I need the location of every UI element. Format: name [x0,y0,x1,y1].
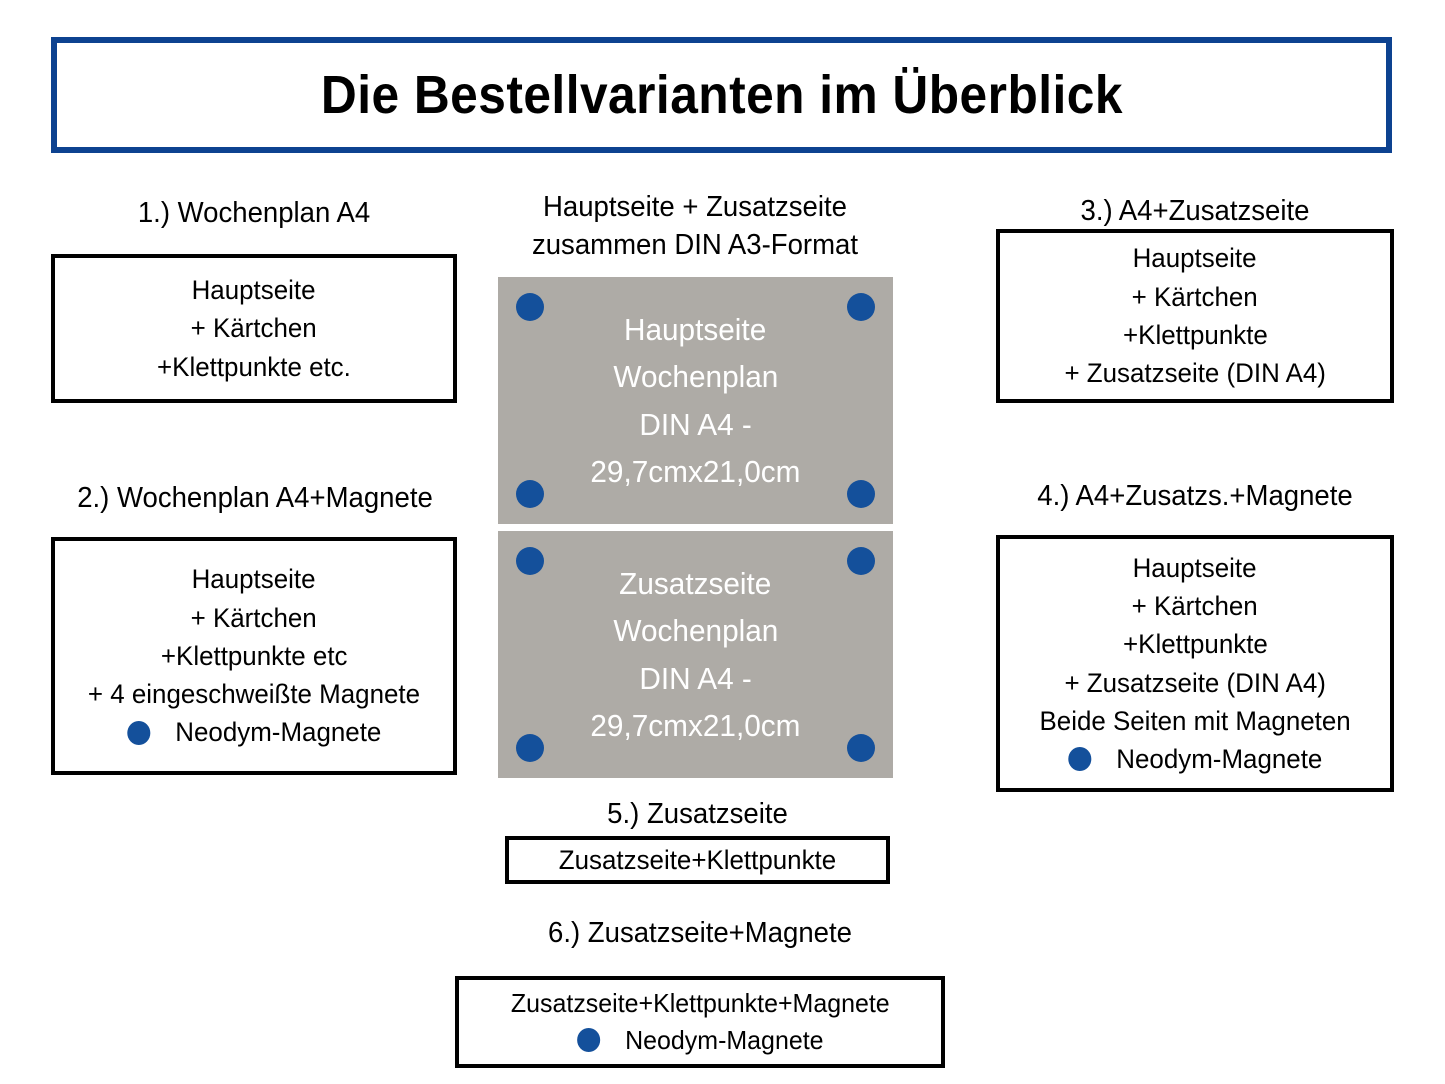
variant-1-box[interactable]: Hauptseite + Kärtchen +Klettpunkte etc. [51,254,457,403]
variant-3-line-4: + Zusatzseite (DIN A4) [1064,358,1326,389]
variant-3-line-2: + Kärtchen [1131,281,1259,312]
variant-1-line-3: +Klettpunkte etc. [157,351,351,382]
additional-page-card[interactable]: Zusatzseite Wochenplan DIN A4 - 29,7cmx2… [498,531,893,778]
magnet-dot-icon [576,1028,600,1053]
variant-6-legend-label: Neodym-Magnete [624,1025,824,1055]
magnet-dot-icon-top-left [516,293,544,321]
variant-2-legend-label: Neodym-Magnete [174,717,382,748]
magnet-dot-icon [126,720,151,745]
variant-6-line-1: Zusatzseite+Klettpunkte+Magnete [510,988,890,1019]
magnet-dot-icon [1067,747,1092,772]
variant-5-heading: 5.) Zusatzseite [607,798,788,830]
additional-page-line-4: 29,7cmx21,0cm [590,707,801,743]
variant-5-line-1: Zusatzseite+Klettpunkte [558,844,837,875]
variant-1-heading: 1.) Wochenplan A4 [137,197,371,229]
variant-1-line-1: Hauptseite [192,275,316,305]
main-page-line-1: Hauptseite [624,312,767,348]
magnet-dot-icon-bottom-left [516,480,544,508]
additional-page-line-1: Zusatzseite [619,566,772,602]
variant-4-legend: Neodym-Magnete [1067,740,1323,778]
variant-4-legend-label: Neodym-Magnete [1115,744,1323,775]
variant-4-box[interactable]: Hauptseite + Kärtchen +Klettpunkte + Zus… [996,535,1394,792]
variant-3-heading: 3.) A4+Zusatzseite [1080,195,1310,227]
main-page-line-3: DIN A4 - [639,406,752,442]
variant-3-line-3: +Klettpunkte [1122,320,1268,350]
main-page-line-4: 29,7cmx21,0cm [590,453,801,489]
variant-4-heading: 4.) A4+Zusatzs.+Magnete [1037,480,1353,512]
variant-6-legend: Neodym-Magnete [576,1022,824,1059]
variant-4-line-2: + Kärtchen [1131,590,1259,621]
magnet-dot-icon-top-right [847,293,875,321]
main-page-line-2: Wochenplan [613,359,778,395]
variant-4-line-3: +Klettpunkte [1122,629,1268,660]
variant-2-line-3: +Klettpunkte etc [160,640,348,671]
center-heading-line-1: Hauptseite + Zusatzseite [543,191,847,223]
variant-2-heading: 2.) Wochenplan A4+Magnete [77,482,433,514]
variant-2-legend: Neodym-Magnete [126,713,382,751]
magnet-dot-icon-bottom-right [847,734,875,762]
center-heading-line-2: zusammen DIN A3-Format [531,229,859,262]
variant-2-line-1: Hauptseite [192,564,316,595]
page-title-banner: Die Bestellvarianten im Überblick [51,37,1392,153]
variant-1-line-2: + Kärtchen [190,313,318,344]
magnet-dot-icon-bottom-left [516,734,544,762]
additional-page-line-2: Wochenplan [613,613,778,649]
main-page-card[interactable]: Hauptseite Wochenplan DIN A4 - 29,7cmx21… [498,277,893,524]
variant-5-box[interactable]: Zusatzseite+Klettpunkte [505,836,890,884]
variant-4-line-4: + Zusatzseite (DIN A4) [1064,667,1326,698]
magnet-dot-icon-top-right [847,547,875,575]
variant-4-line-5: Beide Seiten mit Magneten [1039,705,1351,736]
center-heading: Hauptseite + Zusatzseite zusammen DIN A3… [470,188,920,265]
variant-2-line-2: + Kärtchen [190,602,318,633]
variant-6-heading: 6.) Zusatzseite+Magnete [548,917,852,949]
variant-3-box[interactable]: Hauptseite + Kärtchen +Klettpunkte + Zus… [996,229,1394,403]
variant-4-line-1: Hauptseite [1133,552,1257,583]
variant-2-line-4: + 4 eingeschweißte Magnete [87,679,421,710]
magnet-dot-icon-bottom-right [847,480,875,508]
page-title: Die Bestellvarianten im Überblick [320,65,1123,125]
additional-page-line-3: DIN A4 - [639,660,752,696]
variant-2-box[interactable]: Hauptseite + Kärtchen +Klettpunkte etc +… [51,537,457,775]
variant-6-box[interactable]: Zusatzseite+Klettpunkte+Magnete Neodym-M… [455,976,945,1068]
variant-3-line-1: Hauptseite [1133,243,1257,274]
magnet-dot-icon-top-left [516,547,544,575]
